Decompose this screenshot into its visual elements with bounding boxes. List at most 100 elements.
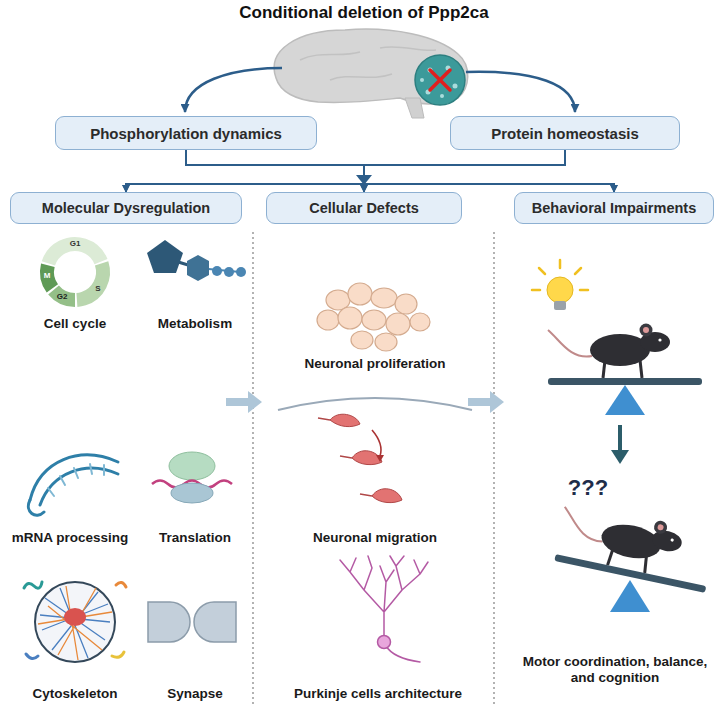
migration-icon: [318, 418, 372, 496]
connector-line: [364, 150, 565, 192]
migration-icon: [352, 451, 382, 465]
metabolism-icon: [224, 267, 234, 277]
box-text: Phosphorylation dynamics: [90, 125, 282, 142]
lightbulb-icon: [554, 301, 566, 310]
cytoskeleton-icon: [64, 608, 86, 626]
icon-caption: Neuronal proliferation: [304, 356, 445, 372]
mouse-on-tilted-beam: [553, 501, 717, 593]
icon-caption: Synapse: [167, 686, 223, 702]
column-separators: [493, 232, 494, 704]
connector-line: [186, 150, 364, 192]
mouse-on-tilted-beam: [650, 528, 684, 554]
migration-icon: [330, 414, 360, 426]
merge-arrowhead: [356, 175, 372, 185]
proliferation-icon: [375, 333, 397, 351]
process-box: Protein homeostasis: [450, 116, 680, 150]
migration-icon: [372, 489, 402, 503]
translation-icon: [152, 452, 232, 503]
metabolism-icon: [147, 240, 246, 281]
box-text: Molecular Dysregulation: [42, 200, 210, 216]
behavior-caption: Motor coordination, balance, and cogniti…: [515, 654, 715, 686]
proliferation-icon: [386, 313, 410, 335]
mouse-on-balance-beam: [548, 330, 592, 357]
migration-icon: [330, 414, 402, 502]
proliferation-icon: [317, 310, 339, 330]
proliferation-icon: [362, 310, 386, 330]
connector-line: [364, 150, 614, 192]
down-arrow: [618, 425, 622, 452]
down-arrow: [611, 450, 629, 464]
column-arrows: [226, 391, 504, 413]
proliferation-icon: [317, 283, 430, 351]
question-marks: ???: [568, 475, 608, 501]
proliferation-icon: [371, 288, 397, 308]
metabolism-icon: [147, 240, 183, 273]
cytoskeleton-icon: [38, 586, 112, 660]
migration-icon: [372, 430, 381, 456]
lightbulb-icon: [532, 260, 588, 310]
migration-icon: [278, 398, 472, 503]
mouse-on-tilted-beam: [559, 507, 608, 542]
proliferation-icon: [338, 307, 362, 329]
icon-caption: Purkinje cells architecture: [294, 686, 462, 702]
cytoskeleton-icon: [112, 652, 124, 657]
brain-illustration: [405, 98, 424, 118]
icon-caption: Translation: [159, 530, 231, 546]
brain-illustration: [415, 55, 465, 105]
box-text: Protein homeostasis: [491, 125, 639, 142]
brain-illustration: [430, 70, 450, 90]
connector-line: [126, 150, 364, 192]
mouse-on-tilted-beam: [657, 524, 664, 531]
tilted-beam-pivot: [610, 580, 650, 612]
column-separators: [253, 232, 494, 704]
column-header: Molecular Dysregulation: [10, 192, 242, 224]
mouse-on-balance-beam: [658, 338, 661, 341]
mouse-on-balance-beam: [640, 324, 653, 337]
mouse-on-balance-beam: [548, 324, 702, 416]
proliferation-icon: [410, 313, 430, 331]
cytoskeleton-icon: [24, 582, 42, 588]
column-separators: [252, 232, 253, 704]
brain-illustration: [274, 29, 468, 104]
process-box: Phosphorylation dynamics: [55, 116, 317, 150]
brain-illustration: [430, 70, 450, 90]
mouse-on-tilted-beam: [670, 538, 674, 542]
phase-label: S: [95, 284, 100, 294]
purkinje-cell-icon: [340, 556, 428, 662]
icon-caption: Neuronal migration: [313, 530, 437, 546]
lightbulb-icon: [547, 277, 573, 303]
cytoskeleton-icon: [35, 582, 115, 662]
mrna-processing-icon: [48, 464, 104, 496]
synapse-icon: [148, 602, 236, 642]
box-text: Behavioral Impairments: [532, 200, 696, 216]
box-text: Cellular Defects: [309, 200, 419, 216]
mouse-on-balance-beam: [640, 360, 642, 378]
mrna-processing-icon: [40, 468, 118, 505]
proliferation-icon: [351, 331, 373, 349]
metabolism-icon: [236, 267, 246, 277]
cytoskeleton-icon: [24, 582, 126, 662]
cell-cycle-icon: [47, 244, 103, 300]
brain-illustration: [274, 29, 468, 118]
proliferation-icon: [348, 283, 372, 305]
migration-icon: [278, 398, 472, 410]
translation-icon: [171, 483, 213, 503]
translation-icon: [169, 452, 215, 480]
icon-caption: Cell cycle: [44, 316, 106, 332]
migration-icon: [376, 455, 384, 462]
brain-illustration: [420, 78, 424, 82]
icon-caption: Cytoskeleton: [33, 686, 118, 702]
metabolism-icon: [212, 266, 222, 276]
purkinje-cell-icon: [340, 556, 428, 640]
cytoskeleton-icon: [116, 582, 126, 587]
column-arrows: [468, 391, 504, 413]
mrna-processing-icon: [28, 500, 44, 515]
brain-arrows: [185, 68, 575, 112]
mouse-on-balance-beam: [643, 327, 649, 333]
cell-cycle-icon: [36, 233, 114, 311]
column-header: Behavioral Impairments: [514, 192, 714, 224]
icon-caption: Metabolism: [158, 316, 232, 332]
cytoskeleton-icon: [26, 654, 38, 659]
brain-illustration: [453, 84, 458, 89]
